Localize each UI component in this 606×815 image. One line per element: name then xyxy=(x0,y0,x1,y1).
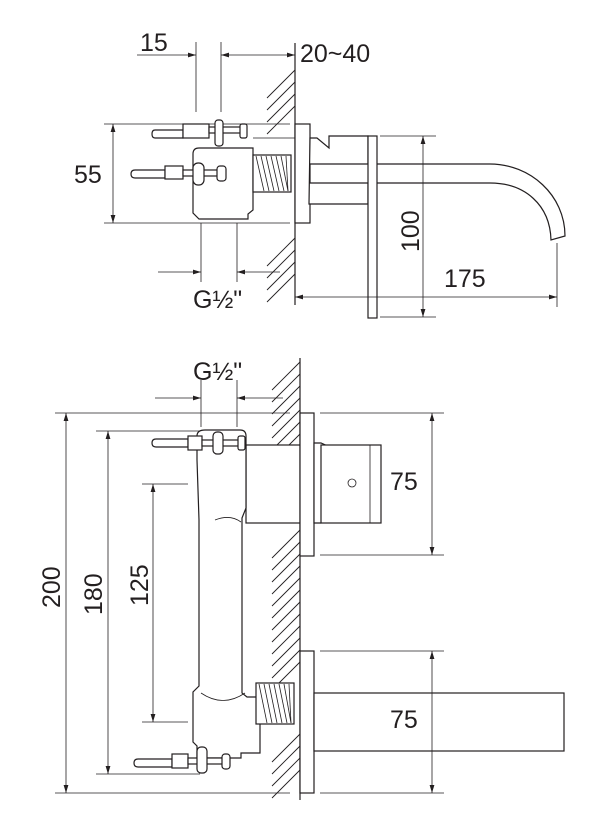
thread-line xyxy=(260,155,270,192)
dim-label-200: 200 xyxy=(38,566,66,608)
dim-label-15: 15 xyxy=(140,29,168,57)
wall-hatch-line xyxy=(266,69,296,99)
wall-hatch-line xyxy=(271,745,301,775)
wall-hatch-line xyxy=(271,529,301,559)
thread-line xyxy=(270,155,280,192)
dim-g-half-front: G½" xyxy=(155,358,283,427)
wall-hatch-line xyxy=(271,385,301,415)
dim-label-55: 55 xyxy=(74,161,102,189)
dim-175: 175 xyxy=(295,243,558,307)
dim-label-20-40: 20~40 xyxy=(300,40,370,68)
wall-hatch-line xyxy=(266,105,296,135)
thread-line xyxy=(283,683,292,724)
wall-hatch-line xyxy=(266,81,296,111)
wall-hatch-line xyxy=(271,757,301,787)
wall-hatch-line xyxy=(266,261,296,291)
dim-200: 200 xyxy=(38,412,290,794)
wall-hatch-line xyxy=(271,409,301,439)
front-view: G½" 200 180 125 xyxy=(38,358,565,800)
handle-hole-icon xyxy=(347,478,357,488)
dim-100: 100 xyxy=(380,135,436,318)
wall-hatch-line xyxy=(271,361,301,391)
dim-label-125: 125 xyxy=(126,564,154,606)
dim-label-75-handle: 75 xyxy=(390,468,418,496)
valve-body-side xyxy=(130,119,311,224)
thread-line xyxy=(265,155,275,192)
wall-hatch-line xyxy=(271,601,301,631)
dim-g-half-side: G½" xyxy=(158,223,280,314)
dim-label-100: 100 xyxy=(397,210,425,252)
dim-label-175: 175 xyxy=(444,265,486,293)
thread-line xyxy=(255,155,265,192)
dim-15: 15 20~40 xyxy=(137,29,370,112)
wall-hatch-line xyxy=(271,733,301,763)
dim-75-spout: 75 xyxy=(320,650,444,794)
thread-line xyxy=(278,683,288,724)
wall-hatch-line xyxy=(266,93,296,123)
dim-125: 125 xyxy=(126,483,188,723)
wall-hatch-line xyxy=(266,273,296,303)
dim-180: 180 xyxy=(80,430,200,775)
wall-hatch-line xyxy=(271,769,301,799)
wall-hatch-line xyxy=(271,589,301,619)
spout-side xyxy=(308,135,566,319)
wall-hatch-line xyxy=(271,625,301,655)
wall-hatch-line xyxy=(266,237,296,267)
wall-hatch-line xyxy=(266,249,296,279)
dim-label-g-half-front: G½" xyxy=(193,358,242,386)
thread-line xyxy=(273,683,283,724)
wall-hatch-line xyxy=(271,541,301,571)
valve-body-front xyxy=(133,429,301,774)
dim-label-75-spout: 75 xyxy=(390,706,418,734)
wall-hatch-line xyxy=(271,637,301,667)
dim-75-handle: 75 xyxy=(320,412,444,556)
thread-line xyxy=(258,683,268,724)
dim-label-g-half-side: G½" xyxy=(193,286,242,314)
wall-hatch-line xyxy=(271,553,301,583)
wall-hatch-line xyxy=(271,649,301,679)
handle-front xyxy=(299,412,382,557)
spout-front xyxy=(299,650,565,794)
thread-line xyxy=(288,683,292,724)
wall-hatch-line xyxy=(271,613,301,643)
thread-line xyxy=(268,683,278,724)
side-view: 15 20~40 55 G½" xyxy=(74,29,566,319)
wall-front xyxy=(271,358,301,800)
wall-hatch-line xyxy=(271,397,301,427)
thread-line xyxy=(275,155,285,192)
wall-hatch-line xyxy=(271,565,301,595)
dim-label-180: 180 xyxy=(80,573,108,615)
wall-hatch-line xyxy=(271,373,301,403)
thread-line xyxy=(285,155,289,192)
thread-line xyxy=(280,155,289,192)
thread-line xyxy=(263,683,273,724)
wall-hatch-line xyxy=(271,577,301,607)
